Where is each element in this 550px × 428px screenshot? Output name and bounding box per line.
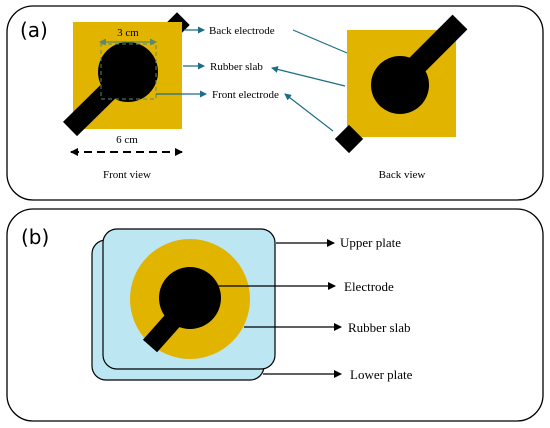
panel-a-label: (a) [20, 18, 48, 42]
panel-b-border [6, 208, 544, 422]
dimension-box-3cm [100, 43, 157, 100]
front-electrode-arrow-back [284, 93, 334, 132]
electrode-disc [159, 267, 221, 329]
panel-a-border [6, 5, 544, 201]
electrode-label: Electrode [344, 279, 394, 294]
front-view-diagram: 3 cm 6 cm Front view [62, 12, 190, 181]
dimension-label-6cm: 6 cm [116, 134, 138, 146]
back-electrode-disc [371, 56, 429, 114]
rubber-slab-label: Rubber slab [210, 61, 263, 73]
front-electrode-label: Front electrode [212, 89, 279, 101]
front-view-caption: Front view [103, 169, 151, 181]
rubber-slab-arrow-back [271, 66, 346, 87]
lower-plate-label: Lower plate [350, 367, 413, 382]
rubber-slab-label-b: Rubber slab [348, 320, 410, 335]
back-electrode-label: Back electrode [209, 25, 275, 37]
back-view-diagram: Back view [334, 14, 468, 181]
upper-plate-label: Upper plate [340, 235, 401, 250]
dimension-label-3cm: 3 cm [117, 27, 139, 39]
panel-b-label: (b) [21, 225, 49, 249]
panel-a: (a) 3 cm 6 cm Front view Back electrode … [6, 5, 544, 201]
front-electrode-disc [98, 42, 158, 102]
panel-b: (b) Upper plate Electrode Rubber slab Lo… [6, 208, 544, 422]
back-view-caption: Back view [379, 169, 426, 181]
